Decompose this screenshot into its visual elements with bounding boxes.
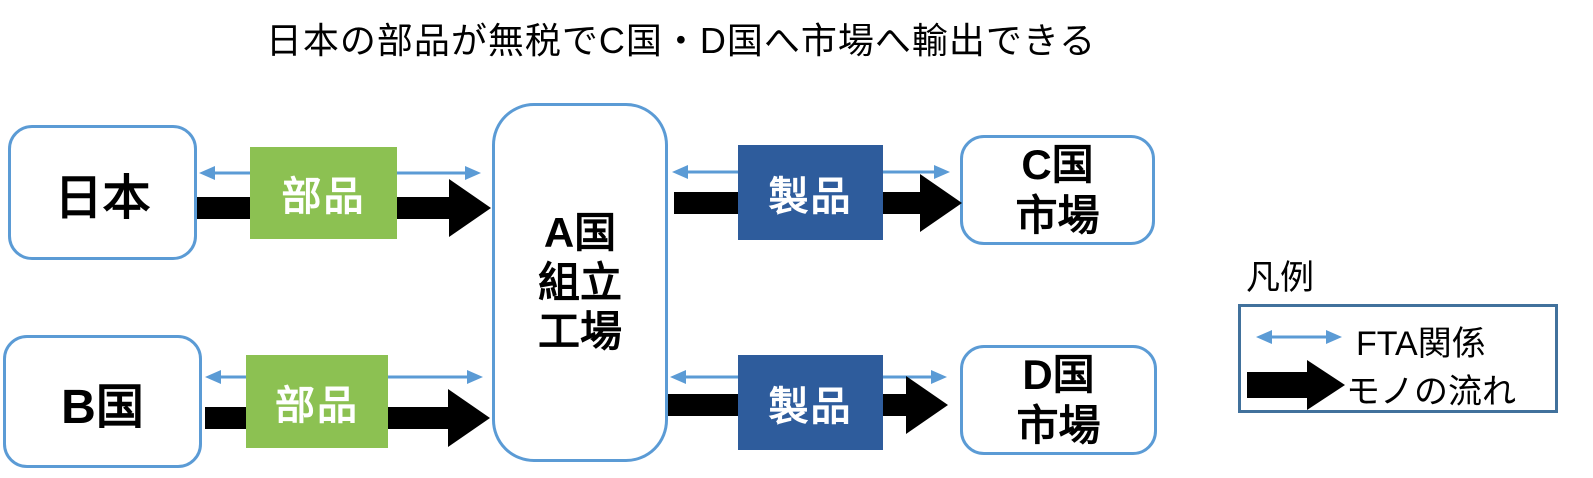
flow-label-parts-top: 部品	[250, 147, 397, 239]
node-c-label-line1: C国	[1021, 140, 1094, 188]
diagram-title: 日本の部品が無税でC国・D国へ市場へ輸出できる	[265, 20, 1097, 61]
node-a-assembly-factory: A国 組立 工場	[492, 103, 668, 462]
node-c-market: C国 市場	[960, 135, 1155, 245]
flow-label-parts-bottom: 部品	[246, 355, 388, 448]
flow-label-product-top-text: 製品	[768, 174, 853, 219]
node-japan: 日本	[8, 125, 197, 260]
node-c-label-line2: 市場	[1015, 192, 1100, 239]
flow-label-product-bottom-text: 製品	[768, 384, 853, 429]
legend-item-fta-label: FTA関係	[1356, 325, 1486, 363]
flow-label-parts-top-text: 部品	[281, 175, 366, 219]
node-a-label-line3: 工場	[537, 308, 622, 356]
flow-label-product-bottom: 製品	[738, 355, 883, 450]
node-a-label-line1: A国	[543, 209, 617, 257]
flow-label-parts-bottom-text: 部品	[275, 383, 359, 428]
node-d-label-line1: D国	[1022, 350, 1095, 398]
legend-item-goods-label: モノの流れ	[1346, 373, 1516, 411]
node-d-market: D国 市場	[960, 345, 1157, 455]
node-japan-label: 日本	[54, 171, 151, 225]
node-d-label-line2: 市場	[1016, 402, 1101, 449]
legend-title: 凡例	[1246, 259, 1314, 297]
node-b-country-label: B国	[61, 380, 144, 434]
node-a-label-line2: 組立	[537, 258, 622, 306]
node-b-country: B国	[3, 335, 202, 468]
flow-label-product-top: 製品	[738, 145, 883, 240]
